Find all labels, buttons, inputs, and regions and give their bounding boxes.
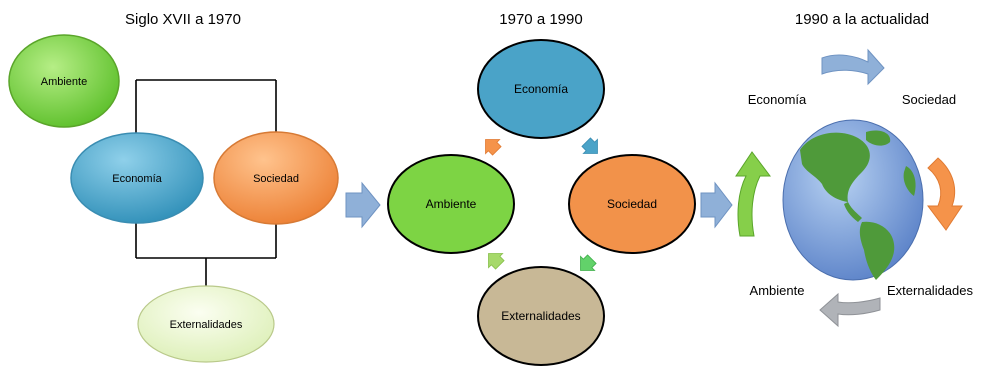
stage3-arrow-externalidades-to-ambiente xyxy=(819,292,881,328)
stage1-connectors xyxy=(135,79,277,292)
stage2-arrow-externalidades-to-ambiente xyxy=(488,253,505,270)
stage2-economia-label: Economía xyxy=(514,82,568,96)
transition-arrow-1 xyxy=(345,181,381,229)
stage1-economia-label: Economía xyxy=(112,173,162,185)
stage1-externalidades-label: Externalidades xyxy=(170,319,243,331)
stage3-economia-label: Economía xyxy=(748,92,807,107)
stage3-externalidades-label: Externalidades xyxy=(887,283,973,298)
stage2-title: 1970 a 1990 xyxy=(499,11,582,28)
stage2-arrow-ambiente-to-economia xyxy=(485,139,502,156)
stage3-ambiente-label: Ambiente xyxy=(750,283,805,298)
stage2-externalidades-node: Externalidades xyxy=(477,266,605,366)
stage2-externalidades-label: Externalidades xyxy=(501,309,580,323)
stage2-ambiente-label: Ambiente xyxy=(426,197,477,211)
stage1-externalidades-node: Externalidades xyxy=(137,285,275,363)
stage3-title: 1990 a la actualidad xyxy=(795,11,929,28)
stage1-economia-node: Economía xyxy=(70,132,204,224)
stage3-arrow-ambiente-to-economia xyxy=(735,151,771,237)
stage2-sociedad-node: Sociedad xyxy=(568,154,696,254)
stage2-economia-node: Economía xyxy=(477,39,605,139)
stage3-arrow-sociedad-to-externalidades xyxy=(927,157,963,231)
earth-globe-icon xyxy=(782,119,924,281)
transition-arrow-2 xyxy=(700,181,733,229)
stage3-arrow-economia-to-sociedad xyxy=(821,48,885,86)
stage3-sociedad-label: Sociedad xyxy=(902,92,956,107)
stage1-title: Siglo XVII a 1970 xyxy=(125,11,241,28)
stage1-sociedad-label: Sociedad xyxy=(253,173,299,185)
stage2-sociedad-label: Sociedad xyxy=(607,197,657,211)
stage1-ambiente-label: Ambiente xyxy=(41,76,87,88)
stage2-ambiente-node: Ambiente xyxy=(387,154,515,254)
stage2-arrow-economia-to-sociedad xyxy=(581,137,598,154)
stage1-sociedad-node: Sociedad xyxy=(213,131,339,225)
stage2-arrow-sociedad-to-externalidades xyxy=(580,254,597,271)
stage1-ambiente-node: Ambiente xyxy=(8,34,120,128)
